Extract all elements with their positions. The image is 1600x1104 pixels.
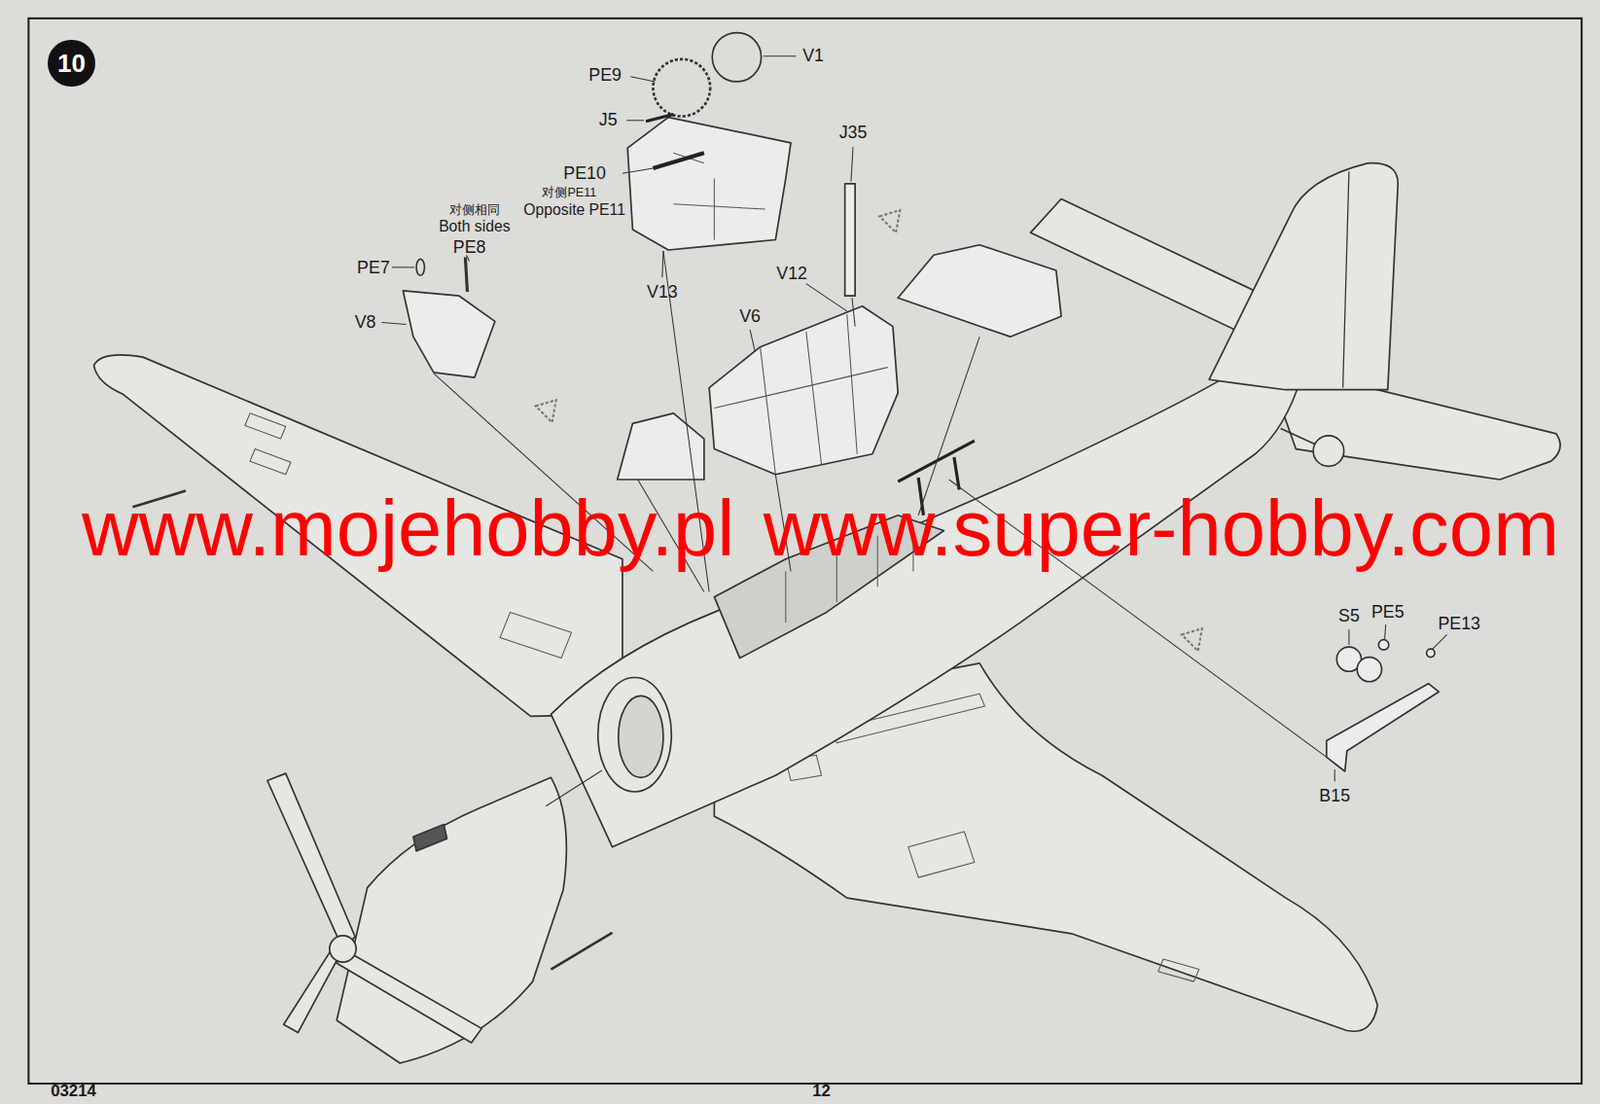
drawing-stroke: [1385, 624, 1387, 640]
part-number: PE9: [588, 66, 622, 85]
part-number: PE10: [563, 164, 606, 183]
part-number: B15: [1318, 786, 1351, 806]
part-number: PE5: [1371, 603, 1405, 622]
part-number: V8: [355, 313, 377, 332]
drawing-stroke: [381, 321, 406, 324]
drawing-stroke: [336, 777, 567, 1064]
drawing-stroke: [1334, 769, 1336, 783]
part-number: V6: [739, 307, 761, 326]
part-number: V1: [802, 46, 824, 66]
drawing-stroke: [806, 284, 848, 312]
drawing-stroke: [1313, 435, 1344, 466]
drawing-stroke: [785, 693, 1200, 982]
drawing-stroke: [1326, 683, 1439, 772]
drawing-stroke: [1280, 428, 1317, 446]
drawing-stroke: [535, 399, 557, 423]
drawing-stroke: [851, 146, 854, 182]
drawing-stroke: [845, 183, 855, 296]
drawing-stroke: [1031, 199, 1266, 343]
step-number-circle: 10: [47, 39, 95, 87]
drawing-stroke: [897, 245, 1062, 337]
drawing-stroke: [1356, 657, 1382, 682]
drawing-stroke: [711, 33, 761, 82]
part-number: PE7: [356, 258, 391, 278]
part-number: V12: [776, 264, 808, 284]
leader-lines: [381, 56, 1447, 807]
drawing-stroke: [618, 695, 664, 778]
part-number: J35: [839, 123, 868, 143]
watermark: www.mojehobby.pl: [81, 486, 735, 569]
part-number: S5: [1338, 606, 1360, 626]
part-note: Both sides: [438, 218, 510, 236]
drawing-stroke: [652, 59, 711, 117]
drawing-stroke: [598, 677, 673, 792]
drawing-stroke: [626, 119, 644, 121]
drawing-stroke: [1348, 629, 1350, 645]
drawing-stroke: [627, 117, 791, 250]
part-number: PE8: [453, 238, 487, 257]
watermark: www.super-hobby.com: [763, 486, 1560, 570]
drawing-stroke: [879, 210, 900, 233]
drawing-stroke: [28, 18, 1582, 1084]
step-number: 10: [57, 50, 86, 76]
exploded-parts: [402, 33, 1439, 772]
drawing-stroke: [662, 250, 664, 278]
drawing-stroke: [551, 932, 613, 970]
drawing-stroke: [1208, 163, 1398, 391]
drawing-stroke: [1432, 634, 1448, 649]
drawing-stroke: [336, 949, 482, 1044]
drawing-stroke: [267, 773, 356, 949]
drawing-stroke: [713, 314, 888, 475]
drawing-stroke: [402, 290, 495, 378]
direction-arrows: [535, 210, 1203, 651]
part-note: 对侧相同: [449, 204, 500, 217]
part-number: PE13: [1437, 614, 1481, 634]
drawing-stroke: [852, 297, 855, 326]
drawing-stroke: [622, 168, 653, 174]
part-note: Opposite PE11: [523, 202, 626, 219]
aircraft: [94, 163, 1562, 1064]
drawing-stroke: [551, 336, 1302, 847]
drawing-stroke: [763, 55, 797, 57]
drawing-stroke: [545, 770, 603, 807]
drawing-stroke: [464, 256, 467, 292]
drawing-stroke: [1426, 648, 1435, 657]
drawing-stroke: [391, 266, 415, 268]
drawing-stroke: [673, 152, 765, 240]
drawing-stroke: [416, 258, 425, 276]
drawing-stroke: [1181, 628, 1203, 651]
part-number: J5: [599, 110, 618, 130]
drawing-stroke: [413, 824, 448, 852]
drawing-stroke: [630, 76, 655, 82]
drawing-stroke: [1343, 171, 1350, 388]
page-number: 12: [812, 1082, 831, 1101]
part-number: V13: [646, 283, 678, 302]
drawing-stroke: [1378, 640, 1388, 650]
drawing-stroke: [749, 329, 755, 353]
drawing-stroke: [617, 413, 705, 480]
drawing-stroke: [645, 113, 674, 121]
drawing-stroke: [284, 949, 344, 1033]
catalog-number: 03214: [50, 1082, 97, 1101]
drawing-stroke: [329, 935, 356, 962]
drawing-stroke: [652, 152, 704, 169]
part-note: 对侧PE11: [541, 186, 597, 200]
drawing-stroke: [709, 306, 898, 475]
